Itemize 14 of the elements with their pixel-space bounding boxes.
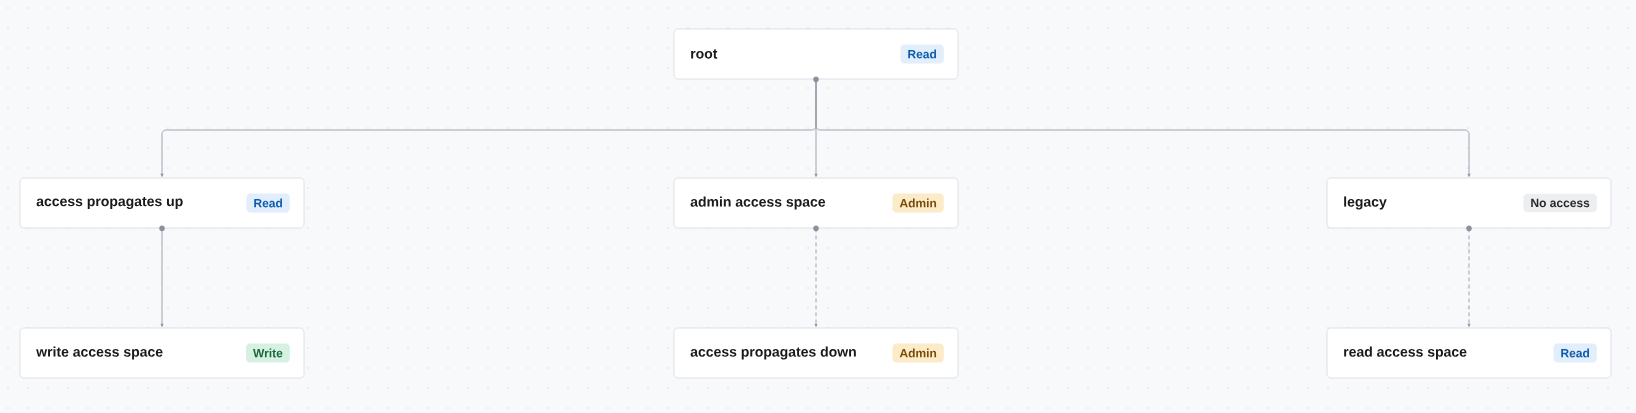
node-title: root	[691, 49, 718, 59]
node-card	[1326, 327, 1612, 379]
node-card	[1326, 177, 1612, 232]
node-card	[673, 28, 959, 83]
node-title: read access space	[1344, 346, 1467, 360]
node-card	[19, 327, 305, 379]
node-title: write access space	[36, 346, 163, 360]
node-card	[19, 177, 305, 232]
node-title: legacy	[1344, 196, 1387, 210]
node-title: access propagates down	[690, 346, 856, 360]
node-card	[673, 177, 959, 232]
node-title: access propagates up	[36, 196, 183, 210]
node-title: admin access space	[690, 196, 826, 210]
node-card	[673, 327, 959, 379]
